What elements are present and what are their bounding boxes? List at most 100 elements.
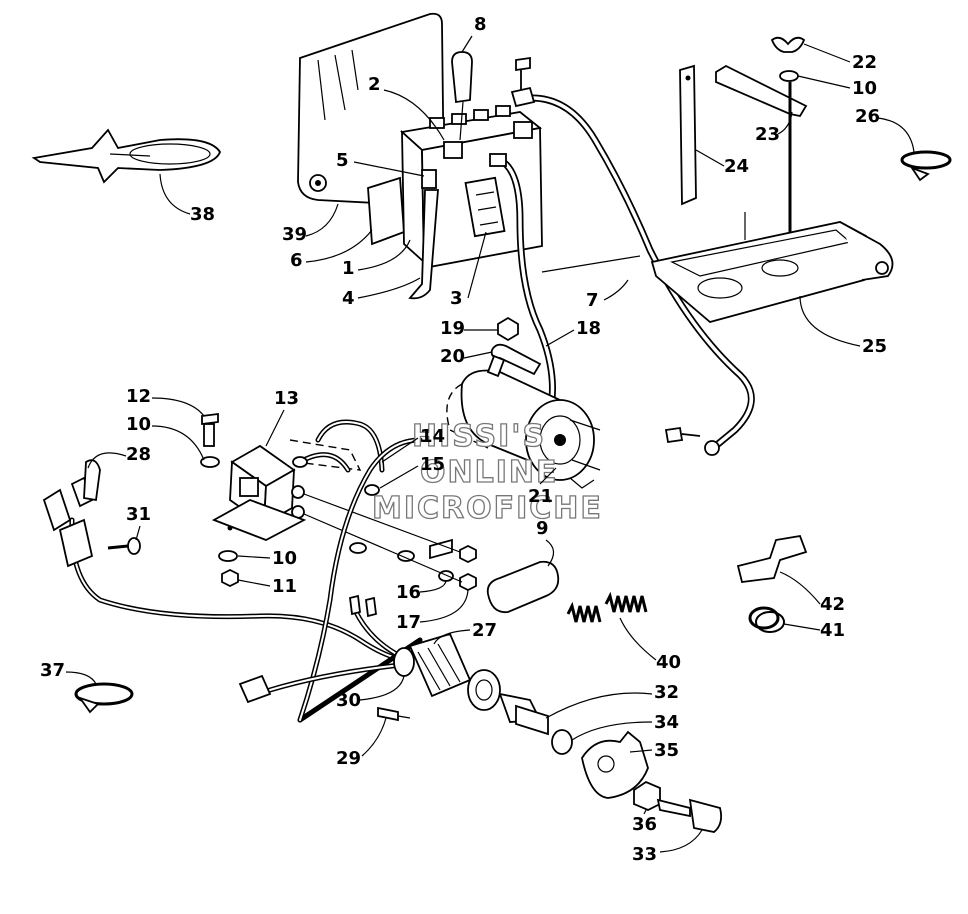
- solenoid-boot: [486, 560, 560, 614]
- leader-line-9: [545, 539, 555, 567]
- strap-clip: [421, 169, 437, 189]
- leader-line-26: [877, 117, 915, 153]
- leader-line-29: [361, 717, 387, 757]
- leader-line-33: [659, 829, 703, 853]
- leader-line-22: [803, 43, 851, 63]
- washer-lower: [218, 550, 238, 562]
- callout-31: 31: [126, 504, 151, 525]
- callout-12: 12: [126, 386, 151, 407]
- relay-bolt: [201, 412, 219, 447]
- callout-28: 28: [126, 444, 151, 465]
- leader-line-1: [357, 239, 411, 271]
- callout-10c: 10: [272, 548, 297, 569]
- callout-39: 39: [282, 224, 307, 245]
- callout-24: 24: [724, 156, 749, 177]
- leader-line-36: [643, 809, 647, 815]
- ignition-switch: [408, 632, 549, 736]
- callout-41: 41: [820, 620, 845, 641]
- springs: [566, 591, 648, 623]
- terminal-boot: [451, 51, 473, 104]
- callout-21: 21: [528, 486, 553, 507]
- callout-9: 9: [536, 518, 549, 539]
- relay-leads: [292, 419, 385, 496]
- leader-line-39: [305, 203, 339, 237]
- callout-23: 23: [755, 124, 780, 145]
- leader-line-30: [359, 675, 405, 701]
- leader-line-3: [467, 231, 487, 299]
- callout-34: 34: [654, 712, 679, 733]
- battery-tray: [541, 212, 894, 323]
- leader-line-24: [695, 149, 725, 167]
- leader-line-23: [777, 111, 793, 135]
- washer-top: [779, 70, 799, 82]
- decal: [31, 128, 221, 184]
- wing-nut: [770, 36, 806, 53]
- watermark: HISSI'S ONLINE MICROFICHE: [371, 418, 601, 526]
- callout-4: 4: [342, 288, 355, 309]
- starter-solenoid: [446, 354, 601, 489]
- mounting-bracket: [736, 534, 808, 583]
- battery-strap: [408, 189, 439, 300]
- leader-line-13: [265, 409, 285, 447]
- callout-38: 38: [190, 204, 215, 225]
- leader-line-28: [87, 452, 127, 469]
- cable-bolt-bottom: [664, 426, 701, 444]
- leader-line-2: [383, 89, 445, 141]
- leader-line-8: [461, 35, 473, 53]
- callout-13: 13: [274, 388, 299, 409]
- leader-line-15: [379, 465, 419, 489]
- relay-stud-hardware: [303, 493, 477, 592]
- leader-line-32: [545, 692, 653, 719]
- callout-11: 11: [272, 576, 297, 597]
- small-fastener: [377, 706, 411, 722]
- callout-22: 22: [852, 52, 877, 73]
- leader-line-17: [419, 589, 469, 623]
- leader-line-10a: [797, 75, 851, 89]
- watermark-line2: ONLINE: [420, 455, 559, 490]
- ignition-key: [656, 798, 723, 833]
- leader-line-14: [381, 437, 419, 463]
- callout-2: 2: [368, 74, 381, 95]
- harness-grommet: [393, 647, 415, 677]
- watermark-line1: HISSI'S: [412, 419, 546, 454]
- leader-line-11: [237, 579, 271, 587]
- leader-line-38: [159, 173, 191, 215]
- washer-left: [200, 456, 220, 468]
- leader-line-20: [463, 351, 493, 359]
- callout-40: 40: [656, 652, 681, 673]
- callout-35: 35: [654, 740, 679, 761]
- callout-16: 16: [396, 582, 421, 603]
- cable-tie-left: [74, 682, 134, 714]
- callout-17: 17: [396, 612, 421, 633]
- leader-line-42: [779, 571, 821, 605]
- callout-6: 6: [290, 250, 303, 271]
- leader-lines: [65, 35, 915, 853]
- hold-down-bracket: [679, 64, 697, 206]
- hose-clamp: [748, 606, 785, 633]
- hold-down-bar: [715, 64, 808, 118]
- leader-line-6: [305, 229, 373, 263]
- leader-line-5: [353, 161, 425, 177]
- callout-19: 19: [440, 318, 465, 339]
- battery-negative-cable: [510, 86, 755, 456]
- callout-32: 32: [654, 682, 679, 703]
- battery-side-bracket: [367, 176, 405, 246]
- callout-29: 29: [336, 748, 361, 769]
- cable-bolt-top: [515, 56, 531, 90]
- battery: [400, 105, 543, 270]
- switch-plate: [581, 730, 649, 799]
- callout-5: 5: [336, 150, 349, 171]
- callout-26: 26: [855, 106, 880, 127]
- starter-relay: [211, 439, 362, 541]
- callout-20: 20: [440, 346, 465, 367]
- relay-nut: [221, 568, 239, 588]
- leader-line-31: [135, 525, 141, 541]
- leader-line-4: [357, 277, 421, 299]
- leader-line-21: [539, 467, 557, 485]
- callout-25: 25: [862, 336, 887, 357]
- wiring-harness: [42, 437, 423, 723]
- callout-3: 3: [450, 288, 463, 309]
- leader-line-27: [433, 629, 471, 645]
